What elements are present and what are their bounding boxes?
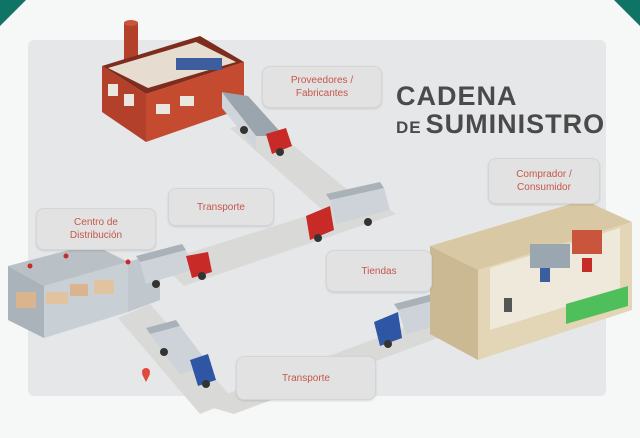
title-de: DE bbox=[396, 118, 422, 137]
corner-accent-left bbox=[0, 0, 26, 26]
label-transport-top: Transporte bbox=[168, 188, 274, 226]
factory-sign bbox=[176, 58, 222, 70]
truck-bottom-left bbox=[146, 320, 216, 388]
title-suministro: SUMINISTRO bbox=[425, 109, 606, 139]
store-awning bbox=[566, 286, 628, 324]
label-transport-bottom: Transporte bbox=[236, 356, 376, 400]
label-buyer: Comprador / Consumidor bbox=[488, 158, 600, 204]
label-suppliers: Proveedores / Fabricantes bbox=[262, 66, 382, 108]
truck-near-distribution bbox=[136, 244, 212, 288]
truck-middle bbox=[306, 182, 390, 242]
location-pin-icon bbox=[142, 368, 150, 382]
label-distribution: Centro de Distribución bbox=[36, 208, 156, 250]
store-building bbox=[430, 200, 632, 360]
title-line-1: CADENA bbox=[396, 81, 518, 111]
factory-building bbox=[102, 20, 244, 142]
label-stores: Tiendas bbox=[326, 250, 432, 292]
corner-accent-right bbox=[614, 0, 640, 26]
truck-at-factory bbox=[222, 92, 292, 156]
